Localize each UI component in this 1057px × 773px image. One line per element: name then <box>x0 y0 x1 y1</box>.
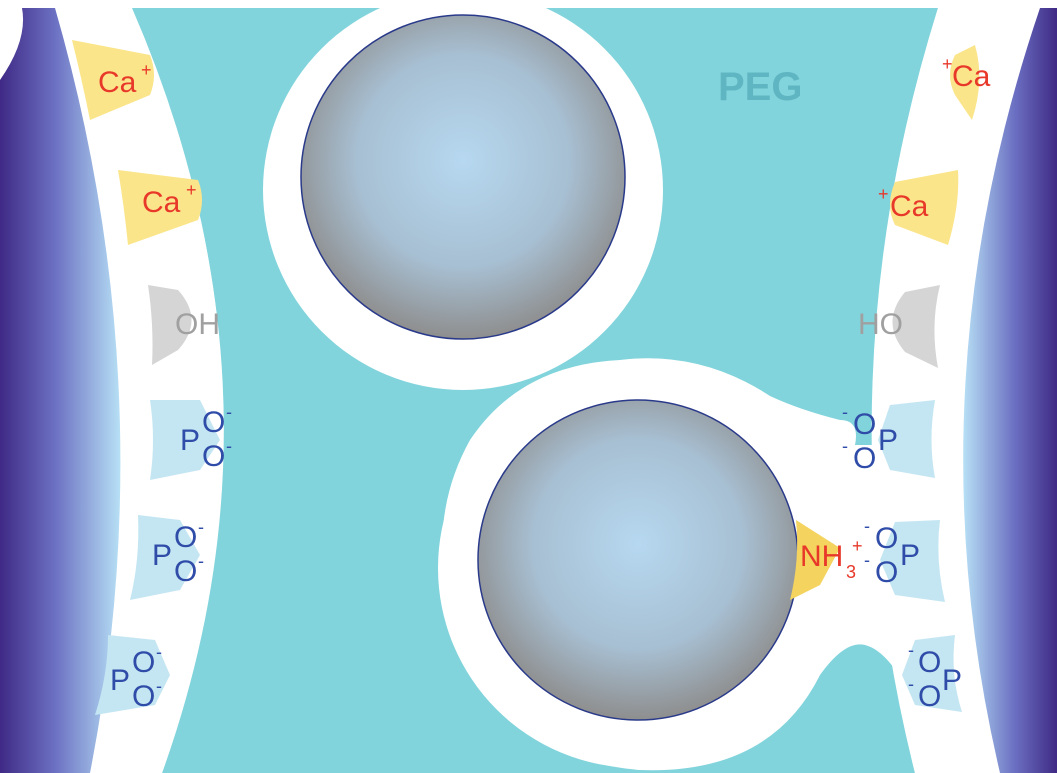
svg-text:Ca: Ca <box>98 66 137 99</box>
left-phosphate-tab-1 <box>150 400 220 480</box>
svg-text:O: O <box>875 522 898 555</box>
svg-text:+: + <box>186 180 197 200</box>
left-hydroxyl-tab <box>148 285 192 365</box>
left-hydroxyl: OH <box>175 308 220 341</box>
svg-text:-: - <box>864 550 870 570</box>
svg-text:P: P <box>180 424 200 457</box>
svg-text:P: P <box>152 539 172 572</box>
right-phosphate-1: - O - O P <box>842 402 898 475</box>
svg-text:O: O <box>918 680 941 713</box>
svg-text:-: - <box>226 436 232 456</box>
svg-text:O: O <box>202 406 225 439</box>
svg-text:P: P <box>878 424 898 457</box>
svg-text:-: - <box>842 402 848 422</box>
svg-text:O: O <box>132 646 155 679</box>
svg-text:Ca: Ca <box>890 190 929 223</box>
svg-text:P: P <box>942 664 962 697</box>
svg-text:-: - <box>864 516 870 536</box>
left-phosphate-tab-3 <box>95 635 170 715</box>
bottom-particle <box>477 399 799 721</box>
right-calcium-tab-2 <box>890 170 959 245</box>
svg-text:-: - <box>908 674 914 694</box>
left-phosphate-1: P O O - - <box>180 402 232 473</box>
svg-text:-: - <box>908 640 914 660</box>
svg-text:-: - <box>156 676 162 696</box>
left-calcium-1: Ca + <box>98 60 152 99</box>
svg-text:NH: NH <box>800 540 843 573</box>
amine-group: NH 3 + <box>800 536 863 582</box>
peg-label: PEG <box>718 65 802 109</box>
right-phosphate-2: - O - O P <box>864 516 920 589</box>
right-phosphate-tab-1 <box>878 400 935 478</box>
svg-text:P: P <box>900 539 920 572</box>
svg-text:-: - <box>198 551 204 571</box>
svg-text:O: O <box>132 680 155 713</box>
right-hydroxyl-tab <box>892 285 940 368</box>
svg-text:-: - <box>156 642 162 662</box>
left-calcium-tab-2 <box>118 170 202 245</box>
top-particle <box>300 14 626 340</box>
svg-text:O: O <box>202 440 225 473</box>
left-phosphate-2: P O O - - <box>152 517 204 588</box>
right-phosphate-tab-3 <box>902 635 962 712</box>
svg-text:O: O <box>853 442 876 475</box>
left-calcium-2: Ca + <box>142 180 197 219</box>
right-calcium-tab-1 <box>950 45 980 120</box>
right-phosphate-tab-2 <box>880 520 945 602</box>
svg-text:+: + <box>141 60 152 80</box>
svg-text:-: - <box>226 402 232 422</box>
left-phosphate-tab-2 <box>130 515 200 600</box>
svg-text:O: O <box>853 408 876 441</box>
right-calcium-1: + Ca <box>942 54 991 93</box>
svg-text:+: + <box>852 536 863 556</box>
svg-text:+: + <box>942 54 953 74</box>
right-calcium-2: + Ca <box>878 184 929 223</box>
amine-tab <box>790 520 840 600</box>
svg-text:O: O <box>174 555 197 588</box>
svg-text:-: - <box>198 517 204 537</box>
left-bone-surface <box>0 8 121 773</box>
svg-text:O: O <box>174 521 197 554</box>
right-hydroxyl: HO <box>858 308 903 341</box>
svg-text:O: O <box>918 646 941 679</box>
svg-text:P: P <box>110 664 130 697</box>
left-calcium-tab-1 <box>72 40 154 120</box>
left-phosphate-3: P O O - - <box>110 642 162 713</box>
svg-text:-: - <box>842 436 848 456</box>
right-phosphate-3: - O - O P <box>908 640 962 713</box>
svg-text:Ca: Ca <box>142 186 181 219</box>
right-bone-surface <box>963 8 1057 773</box>
svg-text:O: O <box>875 556 898 589</box>
svg-text:3: 3 <box>846 562 856 582</box>
svg-text:+: + <box>878 184 889 204</box>
svg-text:Ca: Ca <box>952 60 991 93</box>
